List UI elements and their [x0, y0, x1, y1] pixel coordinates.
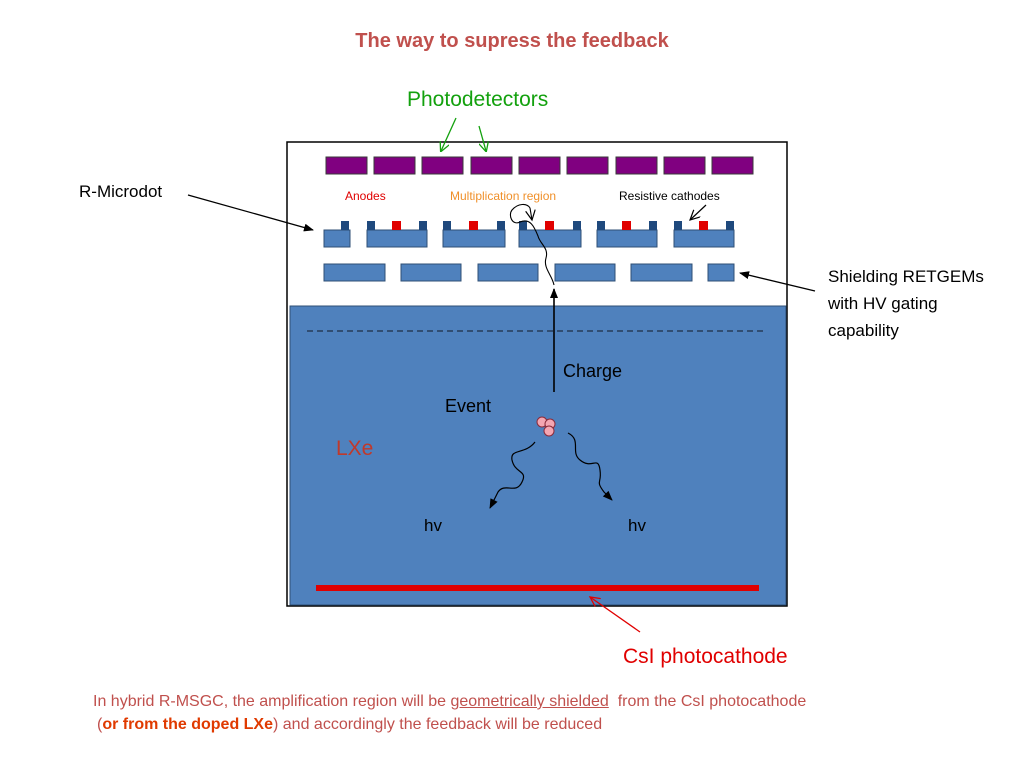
footnote: In hybrid R-MSGC, the amplification regi… — [93, 690, 806, 736]
event-label: Event — [445, 396, 492, 416]
r-microdot-label: R-Microdot — [79, 182, 163, 201]
anode — [699, 221, 708, 230]
photodetector — [325, 156, 368, 175]
page-title: The way to supress the feedback — [355, 30, 669, 52]
photodetectors-label: Photodetectors — [407, 88, 549, 111]
photodetector-arrow — [441, 117, 457, 151]
anode — [392, 221, 401, 230]
anode — [622, 221, 631, 230]
footnote-line-1: In hybrid R-MSGC, the amplification regi… — [93, 690, 806, 713]
photodetector — [470, 156, 513, 175]
footnote-text: ( — [97, 716, 103, 733]
footnote-line-2: (or from the doped LXe) and accordingly … — [93, 713, 806, 736]
footnote-text: ) and accordingly the feedback will be r… — [273, 716, 603, 733]
r-microdot-electrode — [323, 221, 735, 248]
shielding-retgem-electrode — [323, 263, 735, 282]
resistive-cathodes-label: Resistive cathodes — [619, 189, 720, 203]
csi-pointer-arrow — [590, 597, 641, 633]
event-particles — [536, 416, 556, 437]
hv-right-label: hv — [628, 516, 646, 535]
photodetector — [421, 156, 464, 175]
photodetector — [711, 156, 754, 175]
footnote-underlined-text: geometrically shielded — [450, 693, 609, 710]
csi-photocathode-bar — [316, 585, 759, 591]
footnote-bold-text: or from the doped LXe — [102, 716, 273, 733]
multiplication-region-label: Multiplication region — [450, 189, 557, 203]
anodes-label: Anodes — [345, 189, 386, 203]
photodetector — [663, 156, 706, 175]
shielding-retgems-label: Shielding RETGEMs with HV gating capabil… — [828, 267, 984, 340]
csi-photocathode-label: CsI photocathode — [623, 645, 788, 668]
resistive-cathodes-pointer-arrow — [690, 204, 707, 220]
lxe-volume — [289, 305, 787, 606]
photodetector — [373, 156, 416, 175]
photodetector-array — [325, 156, 754, 175]
charge-label: Charge — [563, 361, 623, 381]
shielding-pointer-arrow — [739, 271, 816, 292]
photon-path-left — [489, 441, 536, 509]
photodetector — [518, 156, 561, 175]
photon-path-right — [567, 432, 613, 501]
hv-left-label: hv — [424, 516, 442, 535]
r-microdot-pointer-arrow — [187, 194, 314, 232]
photodetector-arrow — [478, 125, 486, 151]
anode — [469, 221, 478, 230]
footnote-text: from the CsI photocathode — [608, 693, 807, 710]
photodetector — [566, 156, 609, 175]
photodetector — [615, 156, 658, 175]
lxe-label: LXe — [336, 437, 374, 460]
anode — [545, 221, 554, 230]
avalanche-path — [509, 203, 555, 286]
footnote-text: In hybrid R-MSGC, the amplification regi… — [93, 693, 451, 710]
